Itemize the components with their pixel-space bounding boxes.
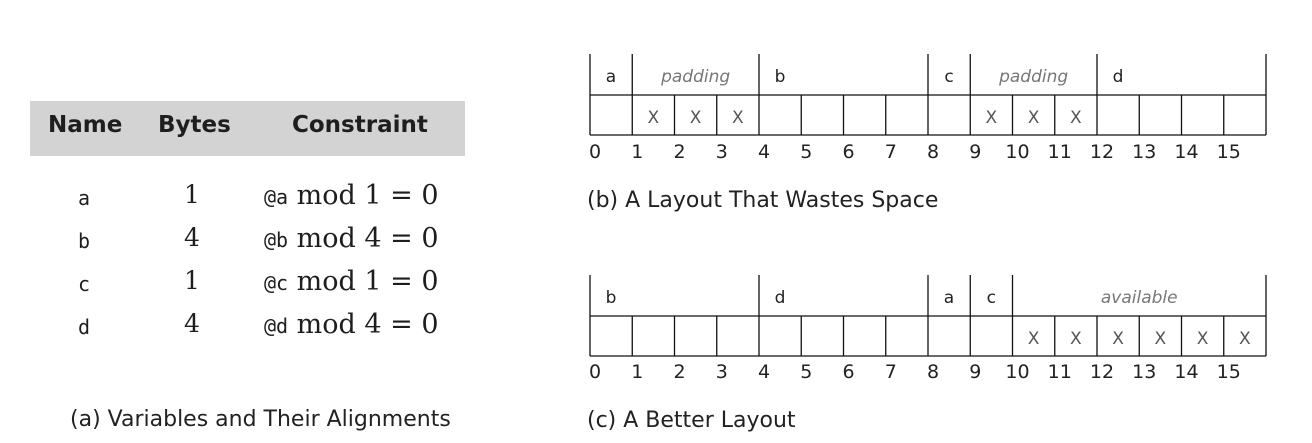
row-c-var: @c xyxy=(264,271,289,295)
layout-c-tick-label-13: 13 xyxy=(1132,361,1156,383)
layout-b-byte-mark-9: X xyxy=(986,108,998,128)
layout-b-tick-label-9: 9 xyxy=(969,141,981,163)
layout-b-segment-label-1: padding xyxy=(660,67,730,87)
layout-b-segment-label-4: padding xyxy=(998,67,1068,87)
row-d-bytes: 4 xyxy=(184,309,200,338)
layout-b-tick-label-6: 6 xyxy=(842,141,854,163)
layout-b-byte-mark-10: X xyxy=(1028,108,1040,128)
layout-b-tick-label-12: 12 xyxy=(1090,141,1114,163)
layout-b-segment-label-0: a xyxy=(606,67,616,87)
layout-c-tick-label-0: 0 xyxy=(589,361,601,383)
layout-b-tick-label-8: 8 xyxy=(927,141,939,163)
layout-c-byte-mark-11: X xyxy=(1070,329,1082,349)
row-b-bytes: 4 xyxy=(184,223,200,252)
layout-c-tick-label-9: 9 xyxy=(969,361,981,383)
caption-b: (b) A Layout That Wastes Space xyxy=(587,188,939,213)
row-c-bytes: 1 xyxy=(184,266,200,295)
row-c-name: c xyxy=(78,272,91,296)
layout-b-tick-label-7: 7 xyxy=(885,141,897,163)
layout-c-tick-label-2: 2 xyxy=(673,361,685,383)
row-a-rest: mod 1 = 0 xyxy=(288,180,439,211)
layout-c-byte-mark-14: X xyxy=(1197,329,1209,349)
caption-a: (a) Variables and Their Alignments xyxy=(70,407,451,432)
layout-b-tick-label-2: 2 xyxy=(673,141,685,163)
row-c-constraint: @c mod 1 = 0 xyxy=(264,266,439,297)
layout-c-tick-label-11: 11 xyxy=(1048,361,1072,383)
table-header-band xyxy=(30,101,465,156)
layout-c-tick-label-7: 7 xyxy=(885,361,897,383)
row-b-rest: mod 4 = 0 xyxy=(288,223,439,254)
layout-b-tick-label-1: 1 xyxy=(631,141,643,163)
layout-c-tick-label-3: 3 xyxy=(716,361,728,383)
row-d-rest: mod 4 = 0 xyxy=(288,309,439,340)
layout-c-tick-label-5: 5 xyxy=(800,361,812,383)
layout-b-segment-label-3: c xyxy=(944,67,953,87)
layout-b-tick-label-4: 4 xyxy=(758,141,770,163)
layout-b-tick-label-15: 15 xyxy=(1217,141,1241,163)
row-b-constraint: @b mod 4 = 0 xyxy=(264,223,439,254)
layout-c-byte-mark-15: X xyxy=(1239,329,1251,349)
row-b-var: @b xyxy=(264,228,289,252)
caption-c: (c) A Better Layout xyxy=(587,408,796,433)
layout-b-segment-label-5: d xyxy=(1113,67,1124,87)
layout-c-segment-label-4: available xyxy=(1101,288,1178,308)
row-a-name: a xyxy=(78,186,91,210)
layout-c-byte-mark-10: X xyxy=(1028,329,1040,349)
layout-c-segment-label-0: b xyxy=(606,288,617,308)
layout-b-tick-label-5: 5 xyxy=(800,141,812,163)
row-a-var: @a xyxy=(264,185,289,209)
row-a-constraint: @a mod 1 = 0 xyxy=(264,180,439,211)
row-d-name: d xyxy=(78,315,91,339)
layout-c-tick-label-8: 8 xyxy=(927,361,939,383)
layout-c-segment-label-1: d xyxy=(775,288,786,308)
row-b-name: b xyxy=(78,229,91,253)
header-name: Name xyxy=(48,112,123,138)
layout-c-tick-label-15: 15 xyxy=(1217,361,1241,383)
row-d-var: @d xyxy=(264,314,289,338)
layout-c-segment-label-3: c xyxy=(987,288,996,308)
layout-b-tick-label-0: 0 xyxy=(589,141,601,163)
layout-c-segment-label-2: a xyxy=(944,288,954,308)
layout-c-byte-mark-13: X xyxy=(1155,329,1167,349)
layout-c-tick-label-4: 4 xyxy=(758,361,770,383)
layout-b-byte-mark-2: X xyxy=(690,108,702,128)
layout-c-tick-label-14: 14 xyxy=(1174,361,1198,383)
layout-c-tick-label-12: 12 xyxy=(1090,361,1114,383)
layout-c-tick-label-10: 10 xyxy=(1005,361,1029,383)
layout-b-tick-label-10: 10 xyxy=(1005,141,1029,163)
row-c-rest: mod 1 = 0 xyxy=(288,266,439,297)
layout-b-tick-label-3: 3 xyxy=(716,141,728,163)
layout-b-tick-label-13: 13 xyxy=(1132,141,1156,163)
header-bytes: Bytes xyxy=(158,112,231,138)
layout-c-byte-mark-12: X xyxy=(1112,329,1124,349)
layout-b-tick-label-11: 11 xyxy=(1048,141,1072,163)
header-constraint: Constraint xyxy=(292,112,428,138)
row-a-bytes: 1 xyxy=(184,180,200,209)
layout-b-tick-label-14: 14 xyxy=(1174,141,1198,163)
layout-b-byte-mark-1: X xyxy=(648,108,660,128)
layout-b-byte-mark-11: X xyxy=(1070,108,1082,128)
row-d-constraint: @d mod 4 = 0 xyxy=(264,309,439,340)
layout-c-tick-label-6: 6 xyxy=(842,361,854,383)
layout-b-segment-label-2: b xyxy=(775,67,786,87)
layout-c-tick-label-1: 1 xyxy=(631,361,643,383)
layout-b-byte-mark-3: X xyxy=(732,108,744,128)
